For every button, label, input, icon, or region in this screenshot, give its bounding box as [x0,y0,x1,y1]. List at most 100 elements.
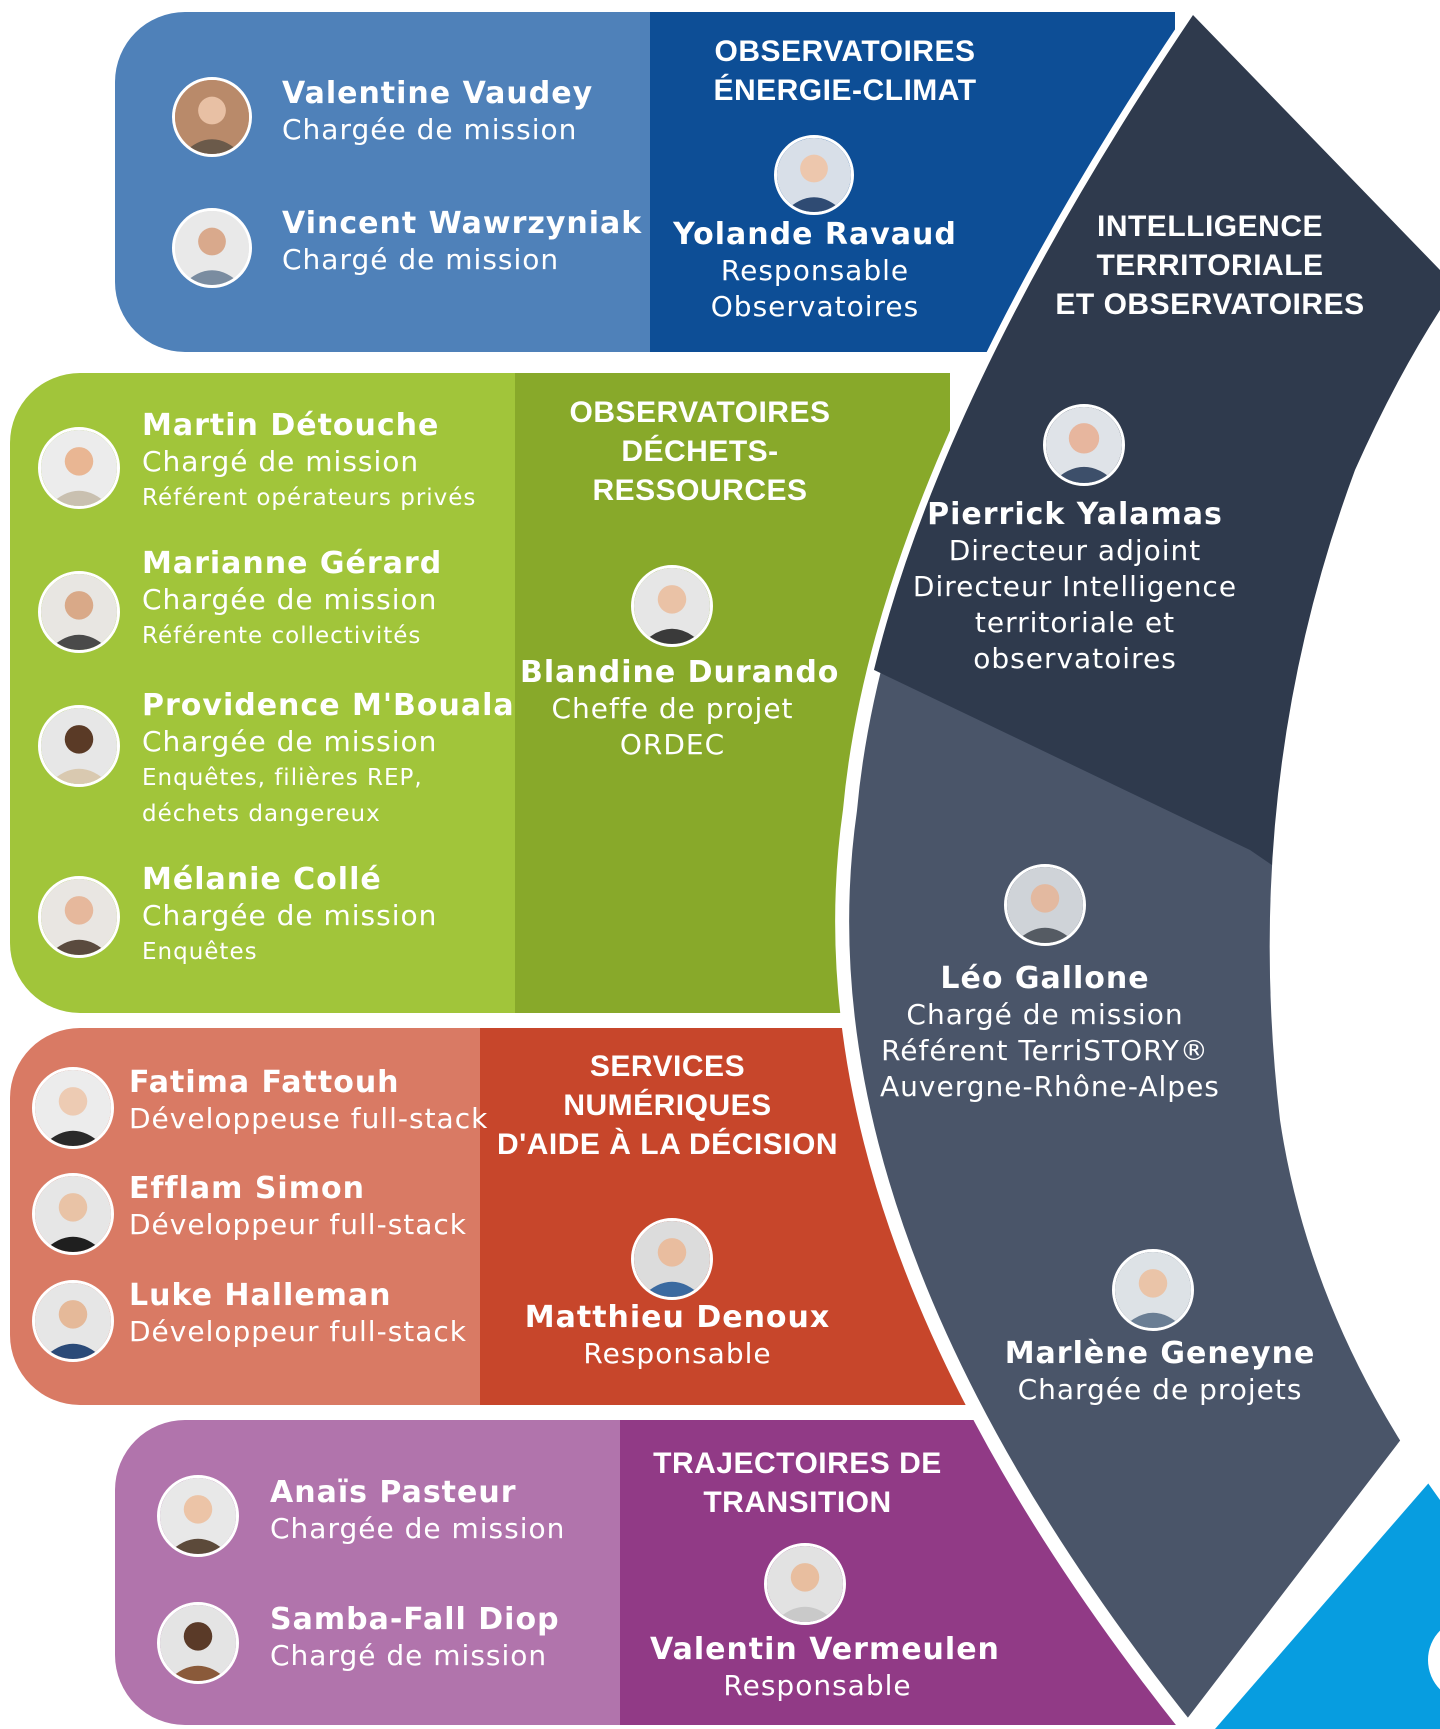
person-avatar-icon [175,211,249,285]
member-note: déchets dangereux [142,801,381,827]
person-avatar-icon [35,1283,111,1359]
lead-role: ORDEC [619,728,726,761]
person-avatar-icon [41,708,117,784]
member-fatima-fattouh: Fatima Fattouh Développeuse full-stack [129,1065,488,1137]
member-marianne-gerard: Marianne Gérard Chargée de mission Référ… [142,546,442,654]
avatar-matthieu-denoux [631,1218,713,1300]
avatar-efflam-simon [32,1173,114,1255]
member-name: Providence M'Bouala [142,688,515,723]
avatar-marianne-gerard [38,571,120,653]
member-role: Chargé de mission [270,1639,548,1672]
member-role: Développeur full-stack [129,1208,468,1241]
member-name: Martin Détouche [142,408,440,443]
lead-matthieu-denoux: Matthieu Denoux Responsable [520,1300,835,1372]
person-avatar-icon [175,80,249,154]
title-line: OBSERVATOIRES [569,396,831,429]
member-role: Développeur full-stack [129,1315,468,1348]
avatar-fatima-fattouh [32,1067,114,1149]
member-name: Efflam Simon [129,1171,365,1206]
avatar-anais-pasteur [157,1475,239,1557]
avatar-melanie-colle [38,876,120,958]
title-line: TRAJECTOIRES DE [653,1447,942,1480]
title-line: ET OBSERVATOIRES [1055,288,1365,321]
avatar-martin-detouche [38,427,120,509]
energie-members-bg [115,12,650,352]
intelligence-title: INTELLIGENCE TERRITORIALE ET OBSERVATOIR… [1020,207,1400,324]
member-valentine-vaudey: Valentine Vaudey Chargée de mission [282,76,593,148]
member-name: Marlène Geneyne [1004,1336,1316,1371]
director-role: Directeur Intelligence [912,570,1238,603]
member-anais-pasteur: Anaïs Pasteur Chargée de mission [270,1475,565,1547]
member-role: Chargée de mission [282,113,578,146]
title-line: ÉNERGIE-CLIMAT [713,74,977,107]
person-avatar-icon [41,574,117,650]
title-line: DÉCHETS- [621,435,779,468]
member-role: Chargé de mission [142,445,420,478]
member-providence-mbouala: Providence M'Bouala Chargée de mission E… [142,688,515,832]
person-avatar-icon [1007,867,1083,943]
person-avatar-icon [160,1605,236,1681]
person-avatar-icon [1046,407,1122,483]
member-role: Chargée de mission [142,583,438,616]
title-line: SERVICES [589,1050,746,1083]
avatar-luke-halleman [32,1280,114,1362]
person-avatar-icon [634,1221,710,1297]
member-name: Vincent Wawrzyniak [282,206,643,241]
member-marlene-geneyne: Marlène Geneyne Chargée de projets [1000,1336,1320,1408]
member-note: Enquêtes [142,939,258,965]
director-role: territoriale et [974,606,1176,639]
person-avatar-icon [1115,1252,1191,1328]
member-vincent-wawrzyniak: Vincent Wawrzyniak Chargé de mission [282,206,642,278]
lead-valentin-vermeulen: Valentin Vermeulen Responsable [650,1632,1000,1704]
numerique-title: SERVICES NUMÉRIQUES D'AIDE À LA DÉCISION [480,1047,855,1164]
member-leo-gallone: Léo Gallone Chargé de mission Référent T… [880,961,1220,1105]
avatar-leo-gallone [1004,864,1086,946]
member-name: Valentine Vaudey [282,76,594,111]
member-martin-detouche: Martin Détouche Chargé de mission Référe… [142,408,476,516]
member-samba-fall-diop: Samba-Fall Diop Chargé de mission [270,1602,560,1674]
member-role: Auvergne-Rhône-Alpes [880,1070,1220,1103]
lead-name: Blandine Durando [520,655,840,690]
member-name: Mélanie Collé [142,862,382,897]
lead-role: Observatoires [710,290,920,323]
title-line: RESSOURCES [592,474,808,507]
person-avatar-icon [41,430,117,506]
title-line: NUMÉRIQUES [563,1089,772,1122]
director-role: observatoires [973,642,1177,675]
member-melanie-colle: Mélanie Collé Chargée de mission Enquête… [142,862,437,970]
title-line: D'AIDE À LA DÉCISION [496,1128,839,1161]
lead-yolande-ravaud: Yolande Ravaud Responsable Observatoires [660,217,970,325]
energie-title: OBSERVATOIRES ÉNERGIE-CLIMAT [650,32,1040,110]
lead-name: Valentin Vermeulen [650,1632,1000,1667]
cyan-edge-panel [1215,1470,1440,1729]
lead-role: Cheffe de projet [551,692,794,725]
member-name: Léo Gallone [940,961,1150,996]
lead-name: Matthieu Denoux [524,1300,831,1335]
member-name: Marianne Gérard [142,546,443,581]
title-line: OBSERVATOIRES [714,35,976,68]
cyan-edge-avatar [1428,1630,1440,1690]
member-role: Chargée de mission [270,1512,566,1545]
person-avatar-icon [160,1478,236,1554]
member-role: Chargée de mission [142,725,438,758]
trajectoires-title: TRAJECTOIRES DE TRANSITION [620,1444,975,1522]
director-role: Directeur adjoint [948,534,1202,567]
avatar-pierrick-yalamas [1043,404,1125,486]
lead-role: Responsable [720,254,910,287]
title-line: INTELLIGENCE [1096,210,1323,243]
member-note: Référente collectivités [142,623,422,649]
avatar-valentin-vermeulen [764,1543,846,1625]
member-role: Développeuse full-stack [129,1102,489,1135]
person-avatar-icon [634,568,710,644]
avatar-blandine-durando [631,565,713,647]
lead-role: Responsable [723,1669,912,1702]
title-line: TRANSITION [703,1486,892,1519]
avatar-samba-fall-diop [157,1602,239,1684]
person-avatar-icon [35,1070,111,1146]
member-name: Luke Halleman [129,1278,392,1313]
person-avatar-icon [35,1176,111,1252]
member-luke-halleman: Luke Halleman Développeur full-stack [129,1278,467,1350]
member-role: Chargé de mission [282,243,560,276]
avatar-vincent-wawrzyniak [172,208,252,288]
band-inner-edge [1269,310,1440,1729]
